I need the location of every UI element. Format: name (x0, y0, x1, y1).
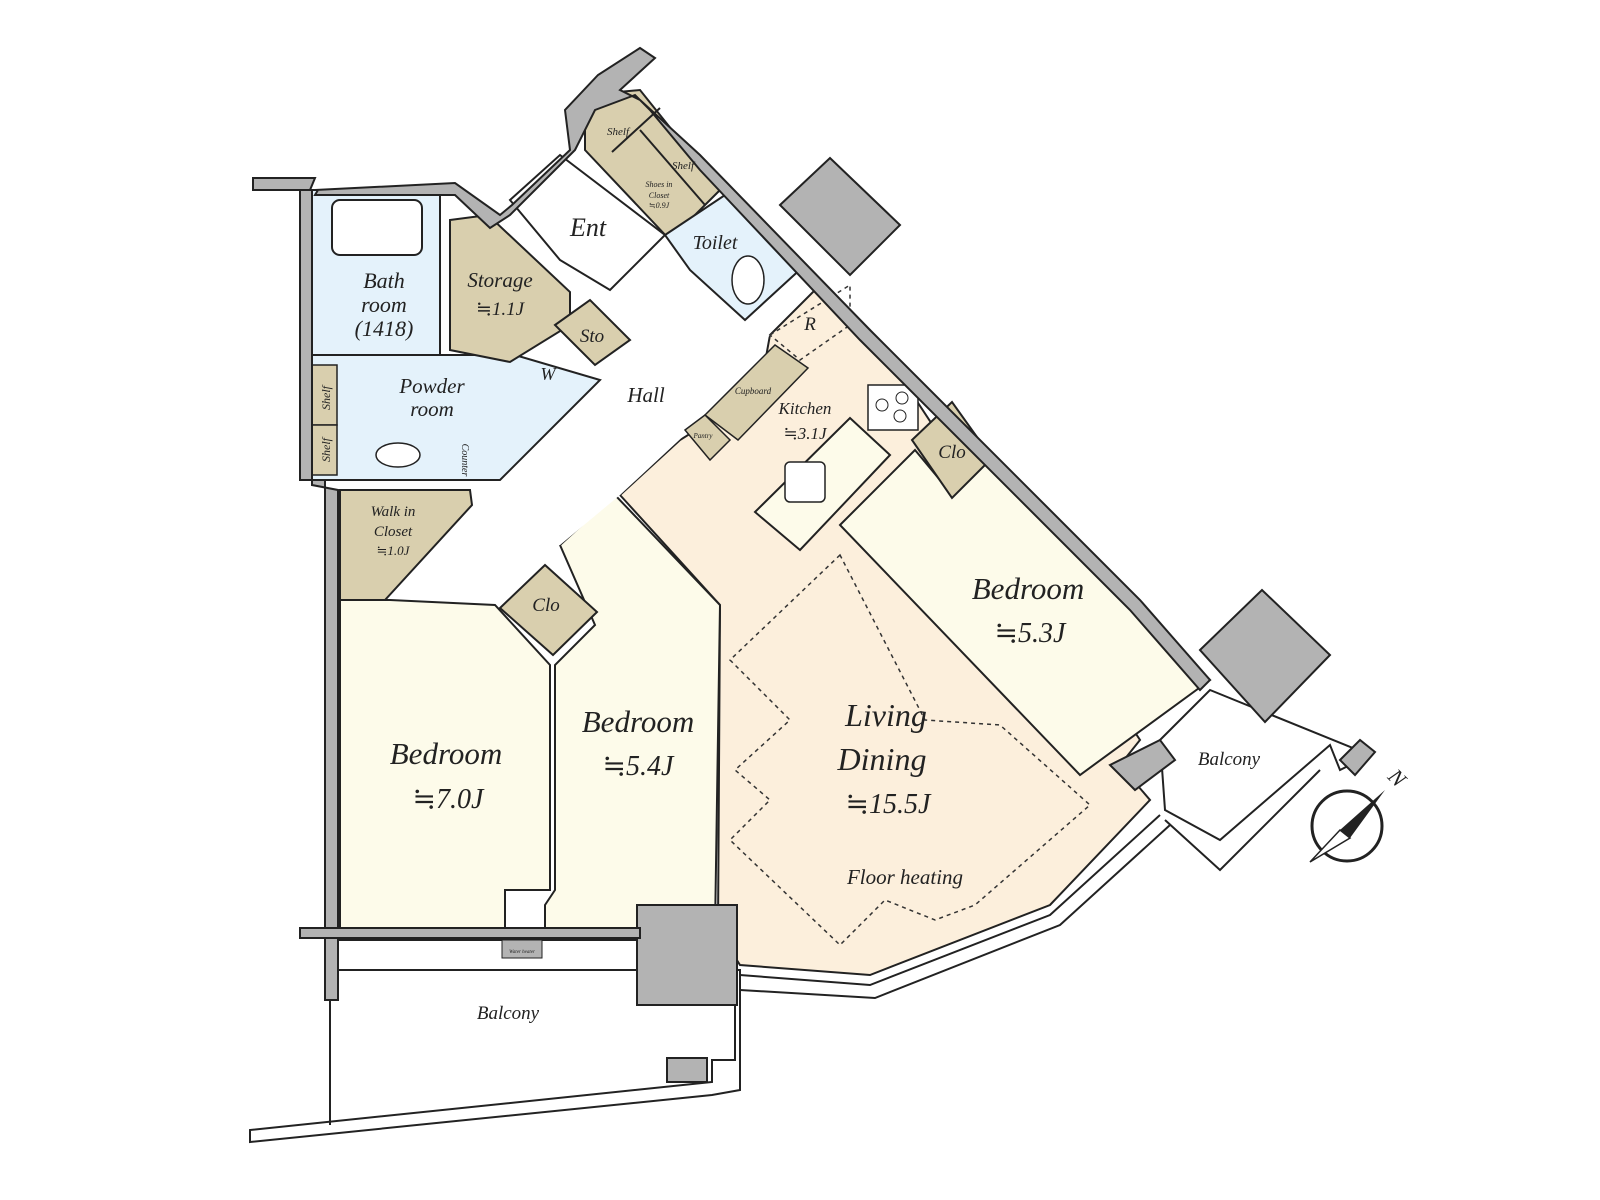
balcony-east (1158, 688, 1373, 842)
north-label: N (1383, 763, 1413, 793)
shelf-label: Shelf (319, 384, 333, 410)
column (778, 156, 902, 277)
shelf-label: Shelf (672, 160, 696, 172)
bath-label: Bath (363, 268, 405, 293)
walk-in-closet (339, 489, 474, 601)
w-label: W (541, 364, 558, 384)
bath-label: room (361, 292, 407, 317)
closet-bedroom-2 (498, 563, 599, 657)
living-label: Dining (837, 741, 927, 777)
floor-heating-label: Floor heating (846, 865, 963, 889)
powder-label: room (410, 397, 454, 421)
pantry-label: Pantry (692, 432, 713, 440)
balcony-label: Balcony (1198, 749, 1261, 770)
hall (480, 330, 770, 550)
bedroom-2-label: Bedroom (582, 704, 695, 739)
bedroom-1-label: Bedroom (390, 736, 503, 771)
shoes-closet-label: Shoes in (646, 180, 673, 189)
toilet-label: Toilet (693, 232, 738, 254)
toilet-icon (731, 255, 765, 305)
column (666, 1057, 708, 1083)
column (1198, 588, 1332, 724)
bedroom-1-size: ≒7.0J (413, 784, 485, 815)
column (1108, 738, 1177, 792)
living-label: Living (844, 697, 927, 733)
walk-in-closet-label: Walk in (371, 504, 416, 520)
column (636, 904, 738, 1006)
cupboard (703, 344, 810, 441)
walk-in-closet-label: Closet (374, 524, 413, 540)
entrance-label: Ent (569, 213, 607, 242)
refrigerator-label: R (803, 314, 816, 335)
hall-label: Hall (626, 383, 665, 407)
north-arrow-icon (1309, 789, 1385, 863)
toilet (663, 193, 807, 322)
counter-label: Counter (459, 444, 470, 477)
storage-size: ≒1.1J (476, 299, 526, 320)
bedroom-2-size: ≒5.4J (603, 751, 675, 782)
entrance (508, 153, 667, 292)
pantry (683, 414, 732, 462)
sto-label: Sto (580, 326, 604, 347)
kitchen-label: Kitchen (778, 399, 832, 418)
shoes-closet-size: ≒0.9J (649, 201, 670, 210)
storage-label: Storage (467, 268, 532, 292)
kitchen-size: ≒3.1J (783, 424, 827, 443)
bathtub-icon (331, 199, 423, 256)
closet-label: Clo (532, 595, 559, 616)
walk-in-closet-size: ≒1.0J (377, 543, 411, 558)
wall-south (299, 927, 641, 939)
powder-label: Powder (398, 374, 465, 398)
shelf-label: Shelf (319, 436, 333, 462)
living-size: ≒15.5J (846, 789, 932, 820)
kitchen-sink-icon (784, 461, 826, 503)
shelf-label: Shelf (607, 126, 631, 138)
bedroom-3-label: Bedroom (972, 571, 1085, 606)
bath-label: (1418) (355, 316, 414, 341)
water-heater-label: Water heater (509, 950, 535, 955)
sto (553, 298, 632, 367)
water-heater (501, 939, 543, 959)
closet-label: Clo (938, 442, 965, 463)
sink-icon (375, 442, 421, 468)
balcony-label: Balcony (477, 1003, 540, 1024)
column (1338, 738, 1377, 777)
cupboard-label: Cupboard (735, 386, 772, 396)
shoes-closet-label: Closet (649, 191, 670, 200)
exterior-wall (252, 46, 1212, 1001)
bedroom-3-size: ≒5.3J (995, 618, 1067, 649)
